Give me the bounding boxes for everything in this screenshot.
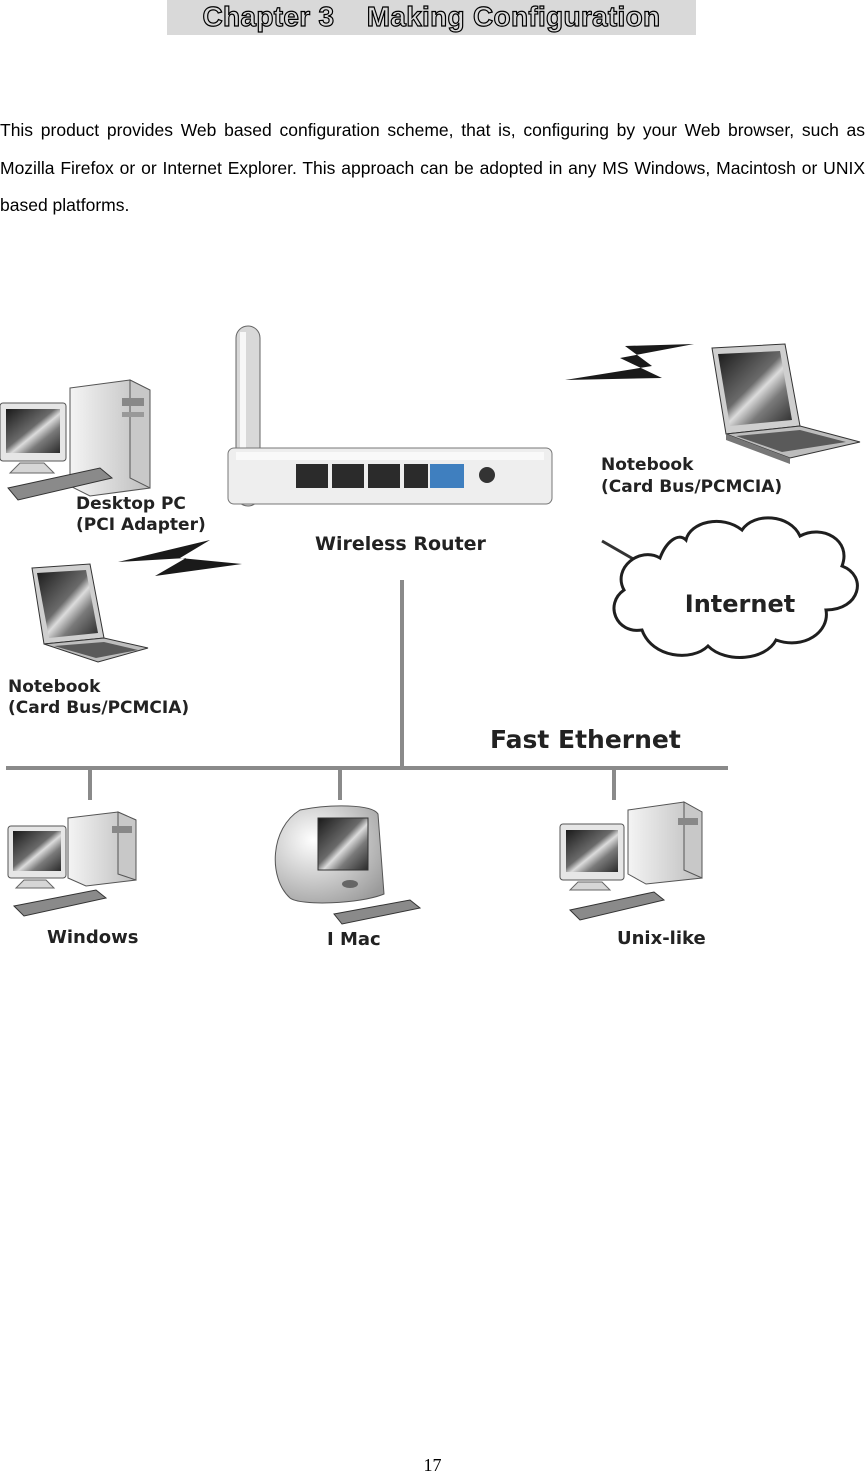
wireless-router-icon (227, 325, 553, 507)
page-number: 17 (423, 1455, 442, 1475)
notebook-left-sublabel: (Card Bus/PCMCIA) (8, 698, 189, 718)
imac-icon (274, 805, 422, 925)
wireless-signal-left-icon (118, 540, 242, 576)
imac-label: I Mac (327, 929, 381, 950)
desktop-pc-icon (0, 379, 151, 501)
unix-like-label: Unix-like (617, 928, 706, 949)
wireless-router-label: Wireless Router (315, 533, 487, 555)
windows-label: Windows (47, 927, 138, 948)
wireless-signal-right-icon (565, 344, 694, 380)
desktop-pc-label: Desktop PC (76, 494, 186, 514)
unix-pc-icon (559, 801, 703, 921)
notebook-right-label: Notebook (601, 455, 694, 475)
intro-paragraph: This product provides Web based configur… (0, 120, 865, 215)
fast-ethernet-label: Fast Ethernet (490, 725, 681, 754)
windows-pc-icon (7, 811, 137, 917)
chapter-title: Chapter 3 Making Configuration (167, 0, 696, 35)
notebook-right-sublabel: (Card Bus/PCMCIA) (601, 477, 782, 497)
notebook-left-label: Notebook (8, 677, 101, 697)
internet-label: Internet (685, 590, 795, 618)
internet-cloud-icon (612, 516, 859, 659)
desktop-pc-sublabel: (PCI Adapter) (76, 515, 206, 535)
notebook-right-icon (711, 343, 861, 464)
network-diagram: Desktop PC (PCI Adapter) Wireless Router… (0, 318, 865, 958)
notebook-left-icon (31, 563, 149, 663)
